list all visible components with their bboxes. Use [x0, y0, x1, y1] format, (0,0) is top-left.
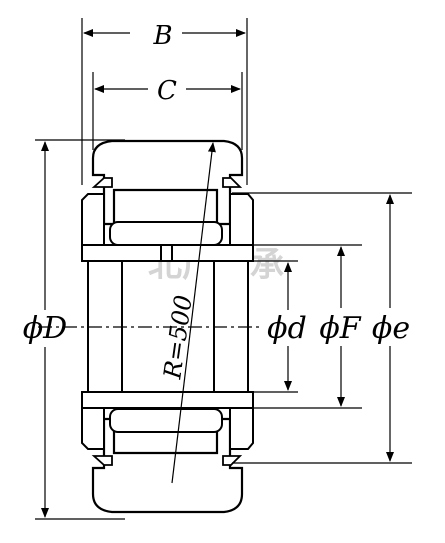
inner-ring-flange-top: [81, 244, 254, 262]
dimension-label-b: B: [152, 21, 172, 51]
side-plate-left-top: [81, 193, 105, 246]
dimension-label-inner-diameter: ϕd: [267, 311, 307, 346]
dimension-lines: [41, 29, 394, 518]
seal-lip: [222, 455, 243, 466]
dimension-label-outer-diameter: ϕD: [23, 311, 68, 346]
seal-lip: [222, 177, 243, 188]
extension-lines: [35, 18, 412, 520]
radius-label: R=500: [158, 293, 198, 381]
dimension-label-c: C: [157, 76, 177, 106]
needle-roller-top: [109, 221, 223, 246]
seal-lip: [91, 177, 113, 188]
dimension-label-f: ϕF: [319, 311, 361, 346]
seal-lip: [91, 455, 113, 466]
dimension-label-e: ϕe: [372, 311, 410, 346]
needle-roller-bottom: [109, 408, 223, 433]
outer-ring: [91, 139, 244, 226]
side-plate-right-top: [229, 193, 254, 246]
outer-ring-lower: [91, 417, 244, 514]
inner-ring-flange-bottom: [81, 391, 254, 409]
